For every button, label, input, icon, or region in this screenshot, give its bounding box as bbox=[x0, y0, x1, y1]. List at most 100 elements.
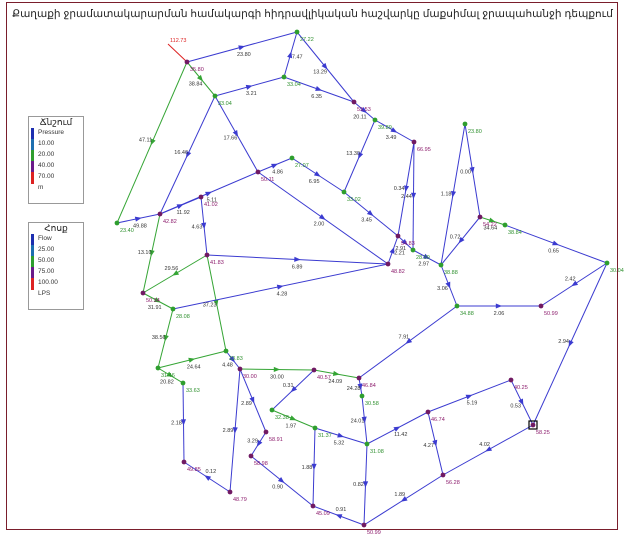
pipe-flow-label: 0.00 bbox=[460, 170, 471, 176]
flow-arrow bbox=[153, 297, 161, 303]
flow-arrow bbox=[205, 191, 212, 197]
pipe-flow-label: 0.72 bbox=[450, 235, 461, 241]
pipe-flow-label: 4.27 bbox=[423, 443, 434, 449]
pipes-layer bbox=[116, 31, 608, 526]
pressure-legend-label: 40.00 bbox=[38, 162, 55, 169]
junction-node bbox=[294, 29, 300, 35]
junction-node bbox=[212, 93, 218, 99]
junction-node bbox=[538, 303, 544, 309]
flow-arrow bbox=[404, 185, 410, 193]
flow-arrow bbox=[552, 240, 559, 246]
pipe-flow-label: 3.06 bbox=[437, 286, 448, 292]
flow-arrow bbox=[172, 270, 180, 276]
pipe-flow-label: 1.89 bbox=[394, 492, 405, 498]
pipe-flow-label: 5.11 bbox=[207, 197, 217, 203]
pressure-legend-label: 10.00 bbox=[38, 140, 55, 147]
flow-arrow bbox=[311, 463, 317, 471]
junction-node bbox=[361, 522, 367, 528]
flow-legend-swatch bbox=[31, 256, 34, 268]
pipe-flow-label: 7.91 bbox=[398, 334, 409, 340]
junction-node bbox=[170, 306, 176, 312]
node-pressure-label: 46.84 bbox=[362, 383, 376, 389]
flow-arrow bbox=[571, 280, 579, 287]
node-pressure-label: 31.46 bbox=[161, 373, 175, 379]
junction-node bbox=[604, 260, 610, 266]
pipe-flow-label: 34.64 bbox=[483, 226, 497, 232]
flow-legend-item: 25.00 bbox=[29, 245, 83, 257]
junction-node bbox=[311, 367, 317, 373]
pipe-flow-label: 0.12 bbox=[205, 469, 216, 475]
pipe-flow-label: 6.95 bbox=[309, 179, 320, 185]
flow-legend-label: 25.00 bbox=[38, 246, 55, 253]
junction-node bbox=[204, 252, 210, 258]
junction-node bbox=[508, 377, 514, 383]
node-pressure-label: 28.99 bbox=[416, 255, 430, 261]
pipe-flow-label: 24.09 bbox=[328, 379, 342, 385]
pipe-flow-label: 38.84 bbox=[189, 81, 203, 87]
pipe-flow-label: 11.92 bbox=[177, 210, 190, 216]
junction-node bbox=[425, 409, 431, 415]
flow-legend-label: Flow bbox=[38, 235, 52, 242]
flow-arrow bbox=[488, 217, 496, 223]
pipe-flow-label: 0.82 bbox=[353, 482, 364, 488]
junction-node bbox=[454, 303, 460, 309]
pipe-flow-label: 13.29 bbox=[313, 69, 327, 75]
flow-arrow bbox=[332, 370, 340, 376]
pipe-flow-label: 0.34 bbox=[394, 186, 405, 192]
flow-arrow bbox=[393, 426, 401, 432]
node-pressure-label: 31.37 bbox=[318, 433, 332, 439]
pressure-legend-item: 70.00 bbox=[29, 172, 83, 184]
flow-legend-swatch bbox=[31, 245, 34, 257]
node-pressure-label: 38.84 bbox=[508, 230, 522, 236]
pipe-flow-label: 2.94 bbox=[558, 339, 569, 345]
flow-arrow bbox=[361, 416, 367, 424]
flow-arrow bbox=[335, 514, 343, 520]
pipe-flow-label: 3.45 bbox=[361, 217, 372, 223]
flow-arrow bbox=[315, 86, 323, 91]
flow-arrow bbox=[465, 394, 473, 400]
node-pressure-label: 48.82 bbox=[391, 269, 405, 275]
pipe-flow-label: 2.44 bbox=[401, 194, 412, 200]
pressure-legend-item: Pressure bbox=[29, 128, 83, 140]
pipe-flow-label: 3.21 bbox=[246, 91, 257, 97]
pipe-flow-label: 20.82 bbox=[160, 380, 174, 386]
pipe-flow-label: 6.89 bbox=[292, 264, 303, 270]
flow-legend-label: LPS bbox=[38, 290, 51, 297]
pressure-legend-label: 70.00 bbox=[38, 173, 55, 180]
pipe-flow-label: 2.89 bbox=[241, 401, 252, 407]
node-pressure-label: 50.11 bbox=[261, 177, 274, 183]
flow-arrow bbox=[180, 419, 187, 426]
junction-node bbox=[351, 99, 357, 105]
pipe-flow-label: 6.35 bbox=[311, 94, 322, 100]
pipe-flow-label: 29.56 bbox=[165, 266, 179, 272]
pipe-flow-label: 4.48 bbox=[222, 362, 233, 368]
junction-node bbox=[395, 233, 401, 239]
node-pressure-label: 28.08 bbox=[176, 314, 190, 320]
flow-arrow bbox=[568, 340, 574, 347]
flow-legend-item: 75.00 bbox=[29, 267, 83, 279]
pipe-flow-label: 2.97 bbox=[418, 262, 429, 268]
flow-legend-item: 100.00 bbox=[29, 278, 83, 290]
node-pressure-label: 30.58 bbox=[365, 401, 379, 407]
flow-arrow bbox=[321, 62, 328, 70]
flow-arrow bbox=[485, 446, 493, 452]
pressure-legend-swatch bbox=[31, 139, 34, 151]
node-pressure-label: 33.63 bbox=[186, 388, 200, 394]
node-pressure-label: 38.88 bbox=[444, 270, 458, 276]
pressure-legend-item: 10.00 bbox=[29, 139, 83, 151]
flow-arrow bbox=[432, 439, 438, 447]
flow-arrow bbox=[400, 496, 408, 502]
junction-node bbox=[269, 407, 275, 413]
node-pressure-label: 33.02 bbox=[347, 197, 361, 203]
junction-node bbox=[312, 425, 318, 431]
junction-node bbox=[255, 169, 261, 175]
pipe-flow-label: 23.80 bbox=[237, 52, 251, 58]
pressure-legend-label: m bbox=[38, 184, 44, 191]
flow-arrow bbox=[469, 166, 475, 174]
junction-node bbox=[157, 211, 163, 217]
pipe-flow-label: 38.56 bbox=[152, 335, 166, 341]
